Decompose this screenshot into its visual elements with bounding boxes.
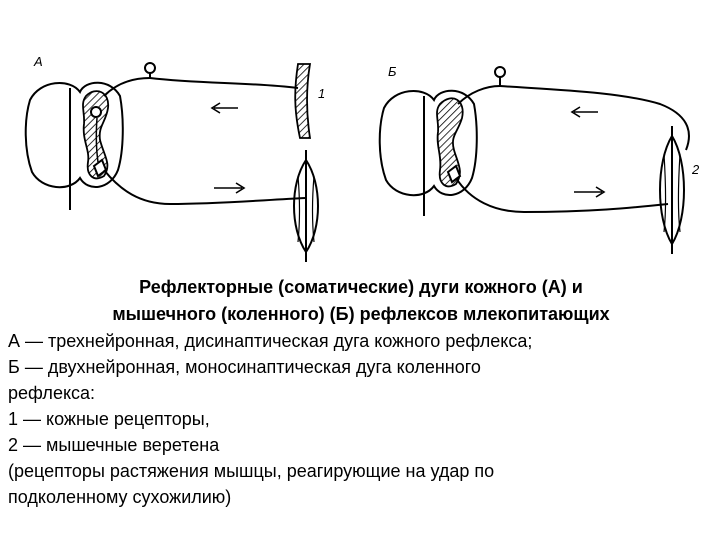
arrow-afferent-a (210, 102, 238, 114)
motor-neuron-a (92, 158, 108, 178)
efferent-nerve-a (103, 169, 307, 206)
afferent-nerve-b (499, 85, 690, 151)
spinal-cord-a (24, 81, 124, 189)
panel-b-label: Б (388, 64, 397, 79)
caption-line: 2 — мышечные веретена (8, 435, 220, 455)
afferent-nerve-a (149, 77, 299, 89)
reflex-arc-figure: A 1 Б (24, 54, 700, 262)
arrow-efferent-a (214, 182, 246, 194)
receptor-2-label: 2 (691, 162, 700, 177)
caption-line: подколенному сухожилию) (8, 487, 232, 507)
receptor-1-label: 1 (318, 86, 325, 101)
dorsal-root-b (457, 85, 501, 105)
caption-line: Б — двухнейронная, моносинаптическая дуг… (8, 357, 481, 377)
figure-caption: Рефлекторные (соматические) дуги кожного… (8, 274, 714, 510)
interneuron-a (90, 106, 102, 118)
caption-title-line-2: мышечного (коленного) (Б) рефлексов млек… (112, 304, 610, 324)
arrow-afferent-b (570, 106, 598, 118)
panel-b: Б 2 (378, 64, 700, 254)
caption-title-line-1: Рефлекторные (соматические) дуги кожного… (139, 277, 583, 297)
arrow-efferent-b (574, 186, 606, 198)
caption-line: 1 — кожные рецепторы, (8, 409, 210, 429)
efferent-nerve-b (455, 177, 669, 214)
caption-line: рефлекса: (8, 383, 96, 403)
panel-a-label: A (33, 54, 43, 69)
panel-a: A 1 (24, 54, 325, 262)
caption-line: (рецепторы растяжения мышцы, реагирующие… (8, 461, 495, 481)
dorsal-root-a (103, 77, 151, 97)
gray-matter-b (436, 97, 464, 188)
ganglion-b (494, 66, 506, 78)
skin-receptor-a (294, 63, 312, 139)
caption-line: А — трехнейронная, дисинаптическая дуга … (8, 331, 533, 351)
spinal-cord-b (378, 89, 478, 197)
ganglion-a (144, 62, 156, 74)
